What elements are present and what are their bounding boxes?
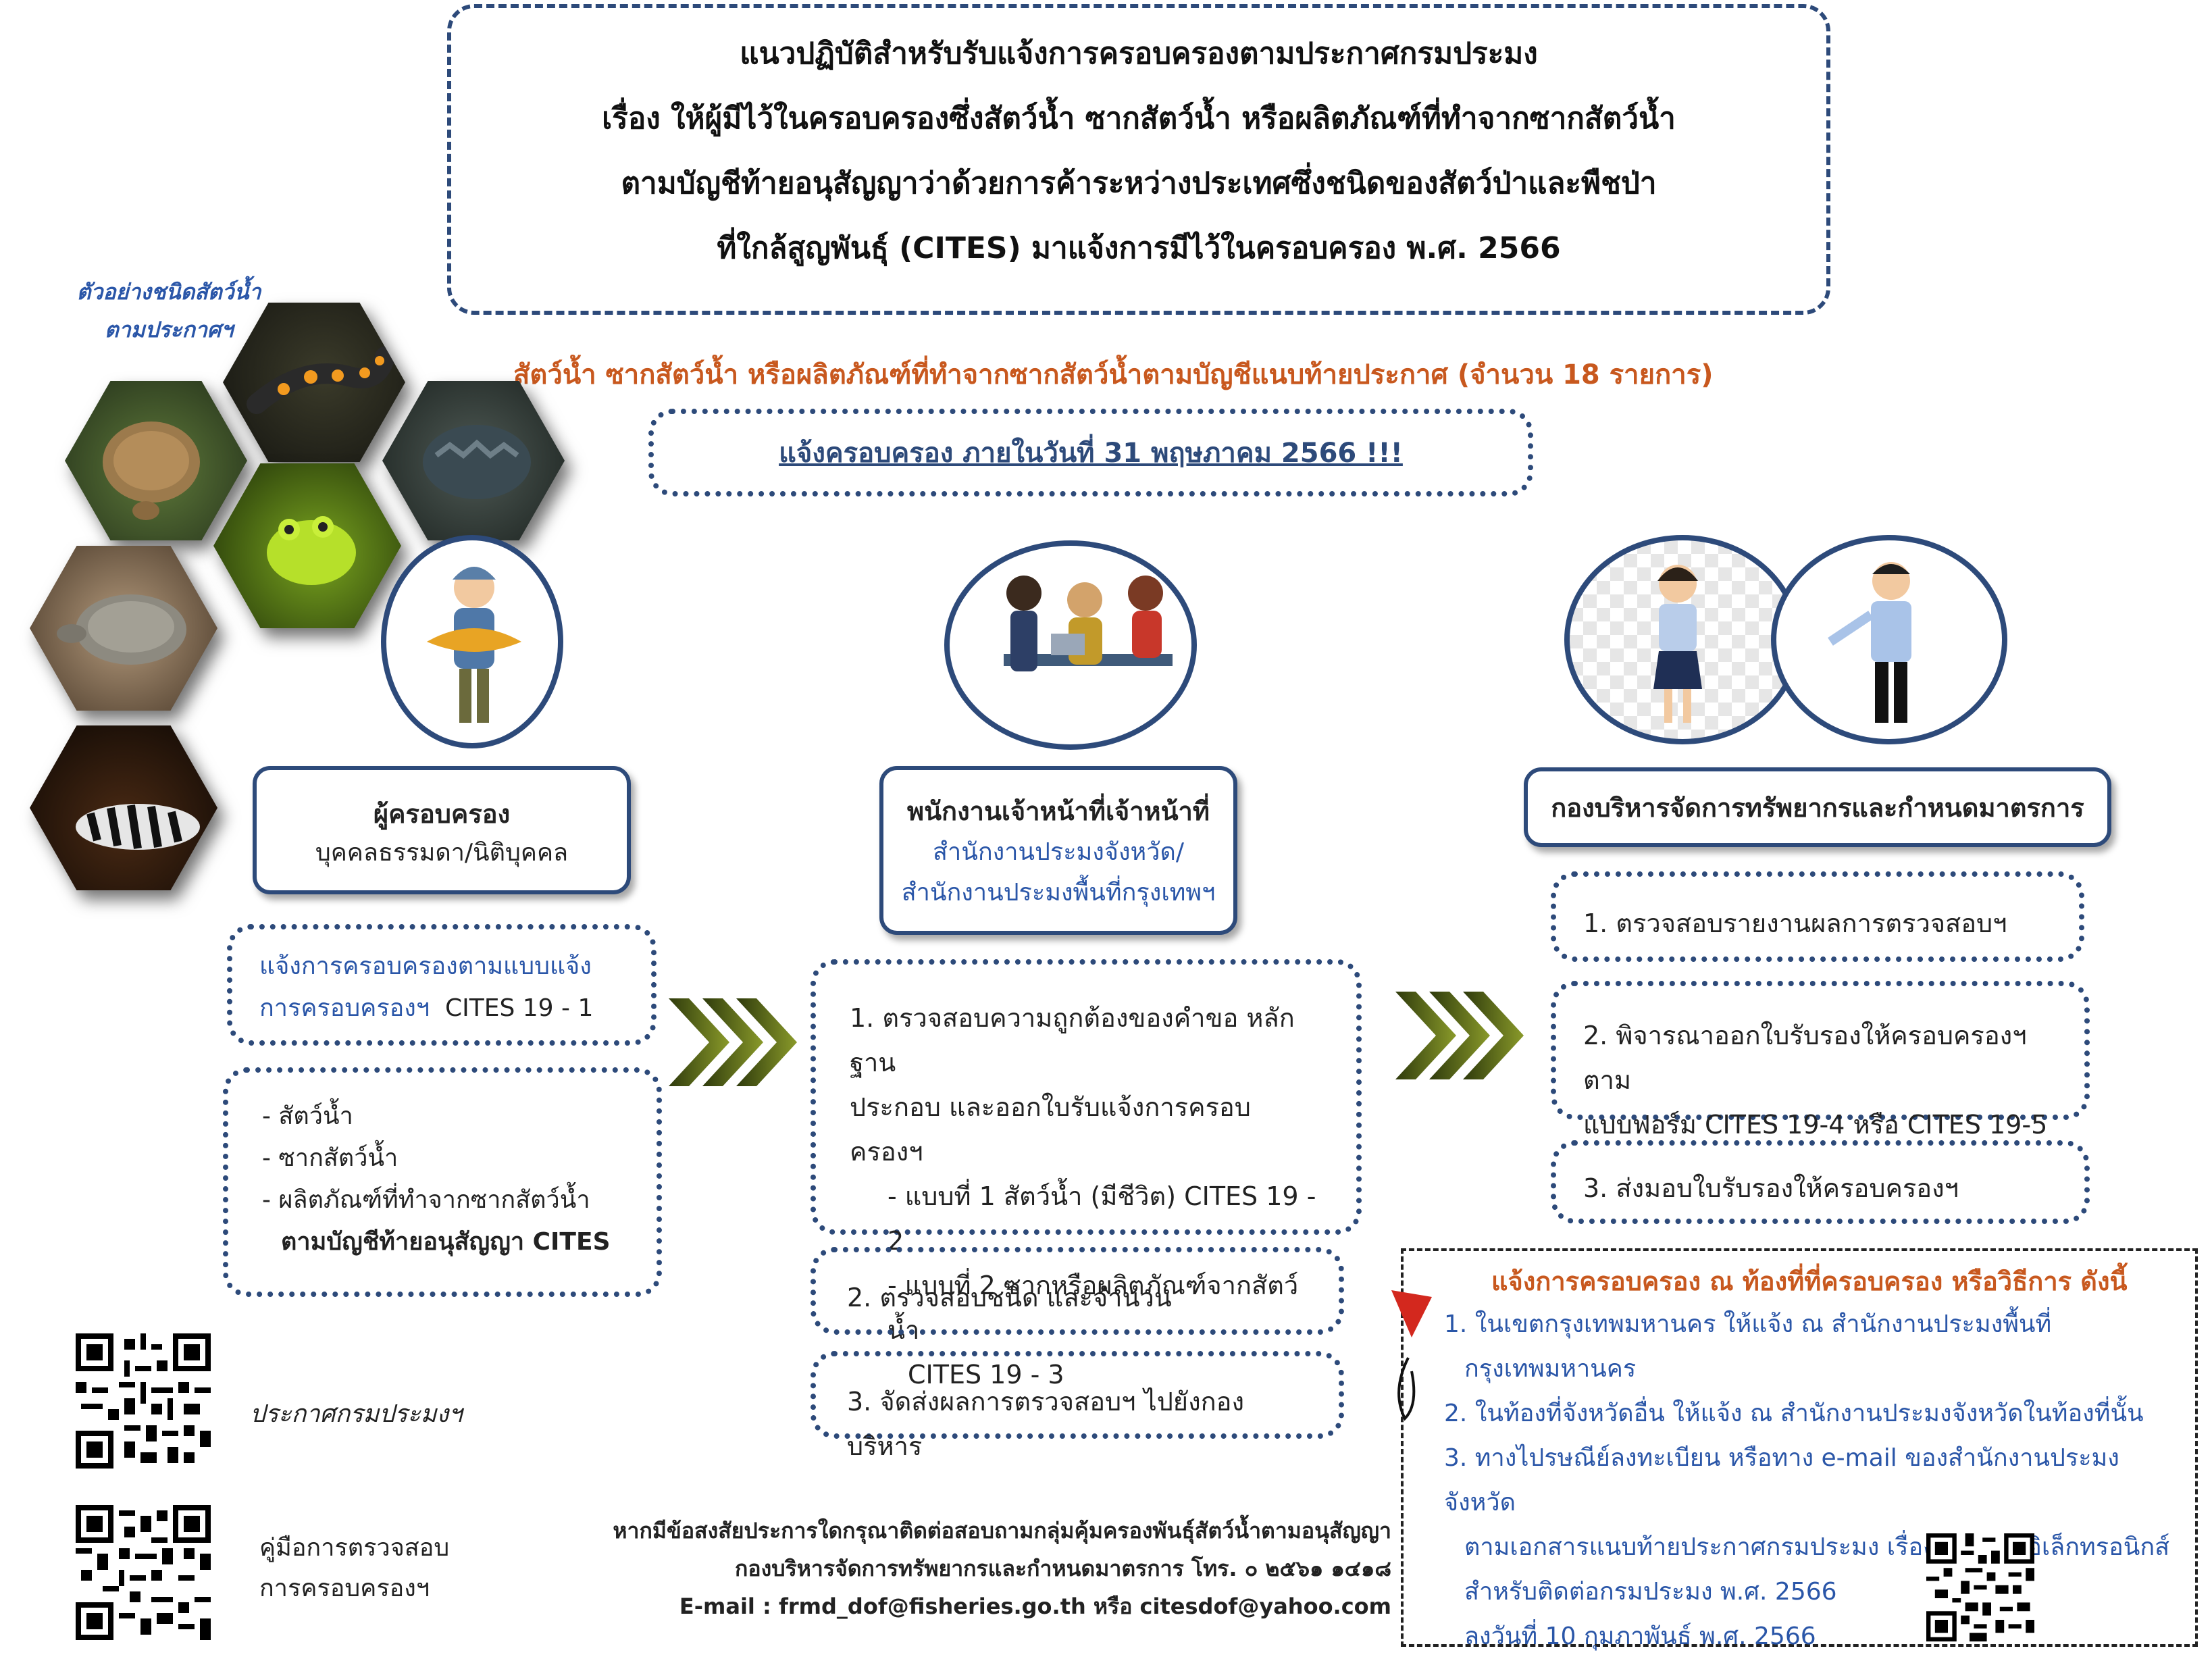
deadline-box: แจ้งครอบครอง ภายในวันที่ 31 พฤษภาคม 2566… <box>648 409 1533 496</box>
agency-step1-box: 1. ตรวจสอบรายงานผลการตรวจสอบฯ <box>1551 871 2084 962</box>
header-line: ที่ใกล้สูญพันธุ์ (CITES) มาแจ้งการมีไว้ใ… <box>717 231 1561 265</box>
notice-box: แจ้งการครอบครอง ณ ท้องที่ที่ครอบครอง หรื… <box>1401 1248 2198 1650</box>
species-image-frog <box>213 463 401 628</box>
contact-email[interactable]: E-mail : frmd_dof@fisheries.go.th หรือ c… <box>679 1593 1391 1619</box>
species-image-pig-nosed-turtle <box>30 546 217 711</box>
species-image-salamander <box>223 303 405 462</box>
officer-meeting-illustration <box>944 540 1197 750</box>
owner-subtitle: บุคคลธรรมดา/นิติบุคคล <box>315 839 569 867</box>
pushpin-icon <box>1391 1290 1432 1421</box>
deadline-text: แจ้งครอบครอง ภายในวันที่ 31 พฤษภาคม 2566… <box>779 438 1403 469</box>
agency-step2-box: 2. พิจารณาออกใบรับรองให้ครอบครองฯ ตาม แบ… <box>1551 981 2090 1140</box>
subtitle: สัตว์น้ำ ซากสัตว์น้ำ หรือผลิตภัณฑ์ที่ทำจ… <box>513 359 1714 390</box>
salamander-icon <box>247 347 395 414</box>
agency-step3-box: 3. ส่งมอบใบรับรองให้ครอบครองฯ <box>1551 1140 2090 1224</box>
turtle-icon <box>103 422 200 520</box>
list-item: - ผลิตภัณฑ์ที่ทำจากซากสัตว์น้ำ <box>262 1186 590 1214</box>
header-line: แนวปฏิบัติสำหรับรับแจ้งการครอบครองตามประ… <box>740 36 1538 71</box>
qr-code-contact[interactable] <box>1926 1533 2034 1641</box>
header-line: เรื่อง ให้ผู้มีไว้ในครอบครองซึ่งสัตว์น้ำ… <box>602 101 1676 136</box>
frog-icon <box>267 516 356 585</box>
header-box: แนวปฏิบัติสำหรับรับแจ้งการครอบครองตามประ… <box>447 4 1830 315</box>
owner-form-code: CITES 19 - 1 <box>444 994 594 1022</box>
male-officer-icon <box>1828 562 1911 723</box>
qr-label-manual: คู่มือการตรวจสอบ การครอบครองฯ <box>259 1534 450 1602</box>
species-image-snapping-turtle <box>382 381 565 540</box>
agency-male-illustration <box>1771 535 2007 744</box>
list-item: - สัตว์น้ำ <box>262 1102 353 1130</box>
officer-step3-box: 3. จัดส่งผลการตรวจสอบฯ ไปยังกองบริหาร <box>811 1351 1344 1461</box>
officer-title: พนักงานเจ้าหน้าที่เจ้าหน้าที่ <box>907 796 1210 826</box>
contact-block: หากมีข้อสงสัยประการใดกรุณาติดต่อสอบถามกล… <box>540 1512 1391 1625</box>
species-image-zebra-pleco <box>30 725 217 890</box>
owner-card: ผู้ครอบครอง บุคคลธรรมดา/นิติบุคคล <box>253 766 631 894</box>
owner-notify-box: แจ้งการครอบครองตามแบบแจ้ง การครอบครองฯ C… <box>227 924 657 1046</box>
species-image-softshell-turtle <box>65 381 247 540</box>
list-item: ตามบัญชีท้ายอนุสัญญา CITES <box>281 1228 611 1256</box>
qr-code-announcement[interactable] <box>76 1333 211 1469</box>
meeting-icon <box>1004 576 1173 671</box>
notice-title: แจ้งการครอบครอง ณ ท้องที่ที่ครอบครอง หรื… <box>1491 1267 2128 1296</box>
agency-female-illustration <box>1564 535 1801 744</box>
agency-title: กองบริหารจัดการทรัพยากรและกำหนดมาตรการ <box>1551 792 2084 823</box>
snapping-turtle-icon <box>423 425 531 499</box>
species-caption: ตัวอย่างชนิดสัตว์น้ำ ตามประกาศฯ <box>76 279 261 342</box>
fisherman-icon <box>427 567 521 723</box>
officer-step1-box: 1. ตรวจสอบความถูกต้องของคำขอ หลักฐาน ประ… <box>811 959 1362 1389</box>
qr-code-manual[interactable] <box>76 1505 211 1640</box>
owner-title: ผู้ครอบครอง <box>373 799 511 829</box>
owner-illustration <box>381 535 563 748</box>
agency-card: กองบริหารจัดการทรัพยากรและกำหนดมาตรการ <box>1524 767 2111 847</box>
qr-label-announcement: ประกาศกรมประมงฯ <box>250 1400 463 1428</box>
officer-step2-box: 2. ตรวจสอบชนิด และจำนวน <box>811 1247 1344 1335</box>
pig-nosed-turtle-icon <box>57 594 186 665</box>
owner-items-box: - สัตว์น้ำ - ซากสัตว์น้ำ - ผลิตภัณฑ์ที่ท… <box>223 1067 662 1297</box>
flow-arrows-icon <box>669 998 797 1086</box>
female-officer-icon <box>1653 565 1702 723</box>
officer-card: พนักงานเจ้าหน้าที่เจ้าหน้าที่ สำนักงานปร… <box>879 766 1237 935</box>
header-line: ตามบัญชีท้ายอนุสัญญาว่าด้วยการค้าระหว่าง… <box>621 166 1657 201</box>
list-item: - ซากสัตว์น้ำ <box>262 1144 398 1172</box>
flow-arrows-icon <box>1395 992 1524 1079</box>
zebra-pleco-icon <box>76 804 200 850</box>
